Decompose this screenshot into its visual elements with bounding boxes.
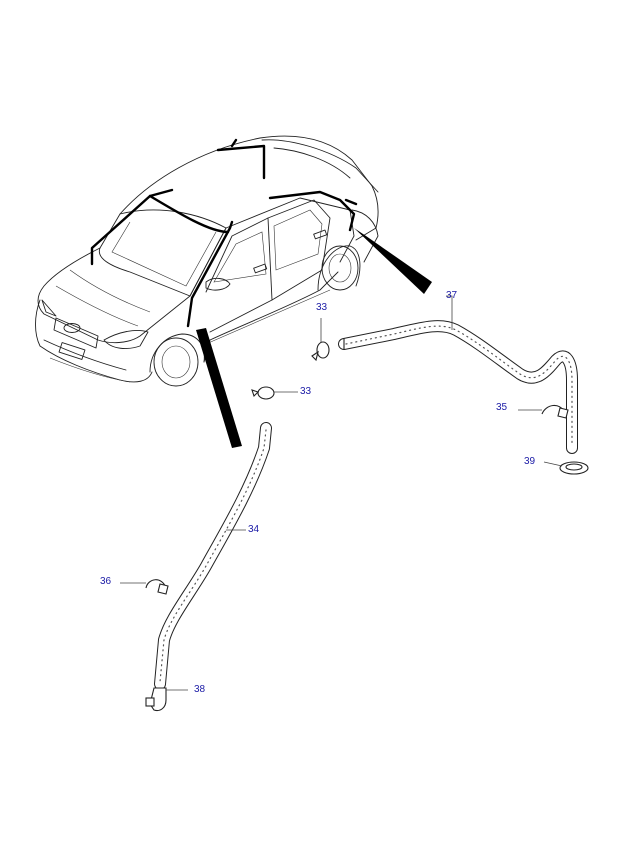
hose-clamp-33-upper	[311, 341, 330, 362]
callout-34: 34	[248, 524, 260, 535]
drain-hose-front	[154, 422, 272, 690]
hose-clamp-33-lower	[251, 386, 275, 400]
hose-clamp-36	[145, 579, 169, 595]
callout-35: 35	[496, 402, 508, 413]
grommet-39	[559, 461, 589, 475]
callout-37: 37	[446, 290, 458, 301]
callout-39: 39	[524, 456, 536, 467]
drain-hose-rear	[338, 320, 578, 454]
callout-33-lower: 33	[300, 386, 312, 397]
callout-36: 36	[100, 576, 112, 587]
hose-connector-38	[145, 687, 167, 712]
hose-clamp-35	[541, 404, 569, 419]
leader-lines	[120, 295, 563, 691]
callout-labels: 33 33 34 35 36 37 38 39	[100, 290, 536, 695]
car-illustration	[35, 135, 432, 448]
callout-38: 38	[194, 684, 206, 695]
callout-33-upper: 33	[316, 302, 328, 313]
